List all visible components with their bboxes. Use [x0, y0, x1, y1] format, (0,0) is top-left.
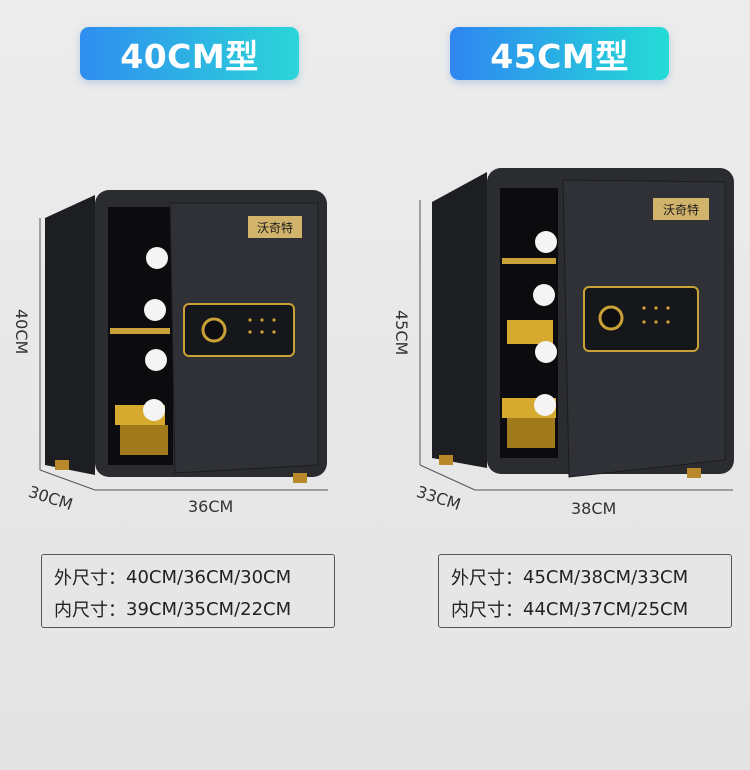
inner-size-key: 内尺寸： [54, 600, 126, 621]
svg-text:沃奇特: 沃奇特 [663, 202, 699, 217]
svg-text:沃奇特: 沃奇特 [257, 220, 293, 235]
inner-size-row: 内尺寸： 44CM/37CM/25CM [451, 593, 719, 625]
spec-box-45: 外尺寸： 45CM/38CM/33CM 内尺寸： 44CM/37CM/25CM [438, 554, 732, 628]
model-badge-40[interactable]: 40CM型 [80, 27, 299, 80]
outer-size-row: 外尺寸： 40CM/36CM/30CM [54, 561, 322, 593]
inner-size-value: 39CM/35CM/22CM [126, 598, 292, 620]
outer-size-key: 外尺寸： [54, 568, 126, 589]
logo-plate [248, 216, 302, 238]
height-label: 45CM [392, 310, 411, 356]
model-panel-40: 40CM型 沃奇特 40CM 36CM 30CM [12, 27, 335, 628]
width-label: 36CM [188, 497, 234, 516]
inner-size-row: 内尺寸： 39CM/35CM/22CM [54, 593, 322, 625]
fingerprint-icon [598, 305, 624, 331]
logo-plate [653, 198, 709, 220]
fingerprint-icon [201, 317, 227, 343]
inner-size-value: 44CM/37CM/25CM [523, 598, 689, 620]
spec-box-40: 外尺寸： 40CM/36CM/30CM 内尺寸： 39CM/35CM/22CM [41, 554, 335, 628]
outer-size-key: 外尺寸： [451, 568, 523, 589]
outer-size-row: 外尺寸： 45CM/38CM/33CM [451, 561, 719, 593]
model-panel-45: 45CM型 沃奇特 45CM 38CM 33CM 外尺寸： 45CM/38CM/… [375, 0, 750, 770]
model-badge-45[interactable]: 45CM型 [450, 27, 669, 80]
width-label: 38CM [571, 499, 617, 518]
safe-illustration-40: 沃奇特 [39, 190, 328, 491]
inner-size-key: 内尺寸： [451, 600, 523, 621]
outer-size-value: 40CM/36CM/30CM [126, 566, 292, 588]
safe-illustration-45: 沃奇特 [419, 168, 734, 491]
outer-size-value: 45CM/38CM/33CM [523, 566, 689, 588]
height-label: 40CM [12, 309, 31, 355]
